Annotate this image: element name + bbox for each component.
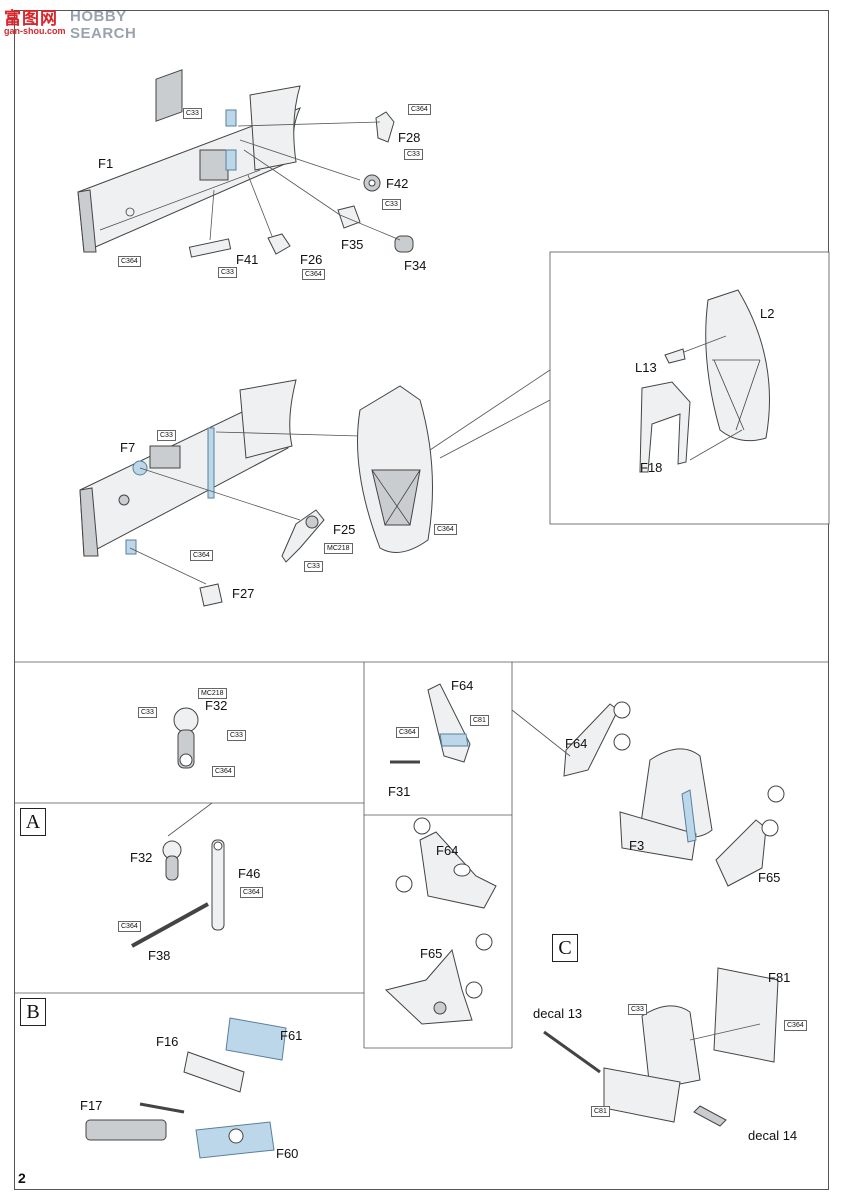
ref-c33: C33 <box>382 199 401 210</box>
label-f35: F35 <box>341 237 364 252</box>
label-f16: F16 <box>156 1034 179 1049</box>
label-f64-right: F64 <box>565 736 588 751</box>
detail-inset-frame <box>549 251 830 525</box>
small-parts-top <box>188 111 414 258</box>
label-f38: F38 <box>148 948 171 963</box>
label-f25: F25 <box>333 522 356 537</box>
ref-mc218: MC218 <box>198 688 227 699</box>
ref-c364: C364 <box>302 269 325 280</box>
ref-c33: C33 <box>218 267 237 278</box>
label-f28: F28 <box>398 130 421 145</box>
inset-bulkhead <box>639 289 770 473</box>
label-f64-mid: F64 <box>436 843 459 858</box>
bulkhead <box>357 385 433 553</box>
label-f17: F17 <box>80 1098 103 1113</box>
ref-c364: C364 <box>240 887 263 898</box>
f64-frame-parts <box>384 683 497 1025</box>
label-decal-13: decal 13 <box>533 1006 583 1021</box>
ref-c364: C364 <box>434 524 457 535</box>
label-f65-mid: F65 <box>420 946 443 961</box>
label-f42: F42 <box>386 176 409 191</box>
label-decal-14: decal 14 <box>748 1128 798 1143</box>
label-f81: F81 <box>768 970 791 985</box>
logo-en: HOBBY SEARCH <box>70 8 137 42</box>
label-f65-right: F65 <box>758 870 781 885</box>
step-a-parts <box>131 802 225 948</box>
ref-c33: C33 <box>304 561 323 572</box>
page-number: 2 <box>18 1170 26 1186</box>
f3-seat-assembly <box>395 701 785 999</box>
f32-latch <box>173 707 199 769</box>
inset-callout-line-2 <box>439 399 551 459</box>
ref-c33: C33 <box>183 108 202 119</box>
label-l13: L13 <box>635 360 657 375</box>
label-f27: F27 <box>232 586 255 601</box>
ref-c364: C364 <box>118 256 141 267</box>
label-f31: F31 <box>388 784 411 799</box>
logo: 富图网 HOBBY SEARCH gan-shou.com <box>4 4 174 42</box>
label-l2: L2 <box>760 306 775 321</box>
step-b-marker: B <box>20 998 46 1026</box>
label-f18: F18 <box>640 460 663 475</box>
panel-f7 <box>79 379 297 557</box>
step-c-marker: C <box>552 934 578 962</box>
label-f60: F60 <box>276 1146 299 1161</box>
label-f7: F7 <box>120 440 136 455</box>
ref-c81: C81 <box>470 715 489 726</box>
logo-url: gan-shou.com <box>4 26 66 36</box>
ref-c364: C364 <box>408 104 431 115</box>
label-f32-a: F32 <box>130 850 153 865</box>
label-f64-top: F64 <box>451 678 474 693</box>
label-f61: F61 <box>280 1028 303 1043</box>
logo-cn: 富图网 <box>4 9 58 29</box>
ref-mc218: MC218 <box>324 543 353 554</box>
step-a-marker: A <box>20 808 46 836</box>
label-f3: F3 <box>629 838 645 853</box>
ref-c364: C364 <box>118 921 141 932</box>
label-f34: F34 <box>404 258 427 273</box>
ref-c33: C33 <box>227 730 246 741</box>
step-b-parts <box>85 1017 287 1159</box>
label-f46: F46 <box>238 866 261 881</box>
label-f32-top: F32 <box>205 698 228 713</box>
ref-c81: C81 <box>591 1106 610 1117</box>
step-c-assembly <box>543 967 779 1127</box>
ref-c33: C33 <box>138 707 157 718</box>
small-parts-middle <box>129 431 361 607</box>
label-f1: F1 <box>98 156 114 171</box>
label-f26: F26 <box>300 252 323 267</box>
ref-c364: C364 <box>784 1020 807 1031</box>
ref-c33: C33 <box>404 149 423 160</box>
label-f41: F41 <box>236 252 259 267</box>
page-frame <box>14 10 829 1190</box>
ref-c364: C364 <box>190 550 213 561</box>
ref-c33: C33 <box>628 1004 647 1015</box>
inset-callout-line <box>429 369 551 451</box>
ref-c364: C364 <box>212 766 235 777</box>
ref-c33: C33 <box>157 430 176 441</box>
ref-c364: C364 <box>396 727 419 738</box>
panel-f1 <box>77 69 301 253</box>
